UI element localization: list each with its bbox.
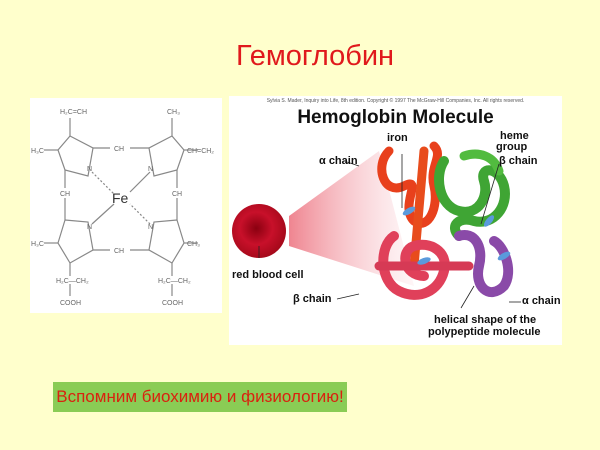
label-methyl-top-right: CH₃ [167,109,180,116]
label-vinyl-top-left: H₂C=CH [60,109,87,116]
heme-icon [497,251,511,261]
label-red-blood-cell: red blood cell [232,269,304,281]
label-vinyl-right: CH=CH₂ [187,148,214,155]
label-heme-line1: heme [500,130,529,142]
label-helical-line2: polypeptide molecule [428,326,541,338]
heme-structure-diagram: H₂C=CH CH₃ H₃C CH=CH₂ CH CH CH CH N N N … [30,98,222,313]
red-blood-cell-icon [232,204,286,258]
label-bridge-top: CH [114,146,124,153]
label-alpha-chain-top: α chain [319,155,358,167]
label-heme-line2: group [496,141,528,153]
label-helical-line1: helical shape of the [434,314,537,326]
label-n: N [87,224,92,231]
label-methyl-right-bottom: CH₃ [187,241,200,248]
label-methyl-left-top: H₃C [31,148,44,155]
banner-recall: Вспомним биохимию и физиологию! [53,382,347,412]
heme-icon [417,257,431,265]
molecule-illustration [232,141,521,309]
label-methyl-left-bottom: H₃C [31,241,44,248]
slide-title: Гемоглобин [235,40,395,72]
label-iron: iron [387,132,408,144]
label-alpha-chain-bottom: α chain [522,295,561,307]
beta-chain-bottom-icon [378,231,450,300]
label-bridge-right: CH [172,191,182,198]
heme-icon [483,215,495,227]
label-chain-right: H₂C—CH₂ [158,278,191,285]
label-fe: Fe [112,190,129,206]
label-chain-left: H₂C—CH₂ [56,278,89,285]
copyright-text: Sylvia S. Mader, Inquiry into Life, 8th … [266,98,525,104]
label-n: N [148,224,153,231]
label-beta-chain-top: β chain [499,155,538,167]
label-beta-chain-bottom: β chain [293,293,332,305]
alpha-chain-bottom-icon [454,230,514,297]
label-cooh-left: COOH [60,300,81,307]
label-n: N [148,166,153,173]
molecule-title: Hemoglobin Molecule [297,107,494,128]
heme-structure-drawing: H₂C=CH CH₃ H₃C CH=CH₂ CH CH CH CH N N N … [31,109,214,307]
label-cooh-right: COOH [162,300,183,307]
label-bridge-bottom: CH [114,248,124,255]
label-n: N [87,166,92,173]
hemoglobin-molecule-figure: Sylvia S. Mader, Inquiry into Life, 8th … [229,96,562,345]
heme-icon [402,206,416,216]
label-bridge-left: CH [60,191,70,198]
beta-chain-top-icon [434,156,510,241]
